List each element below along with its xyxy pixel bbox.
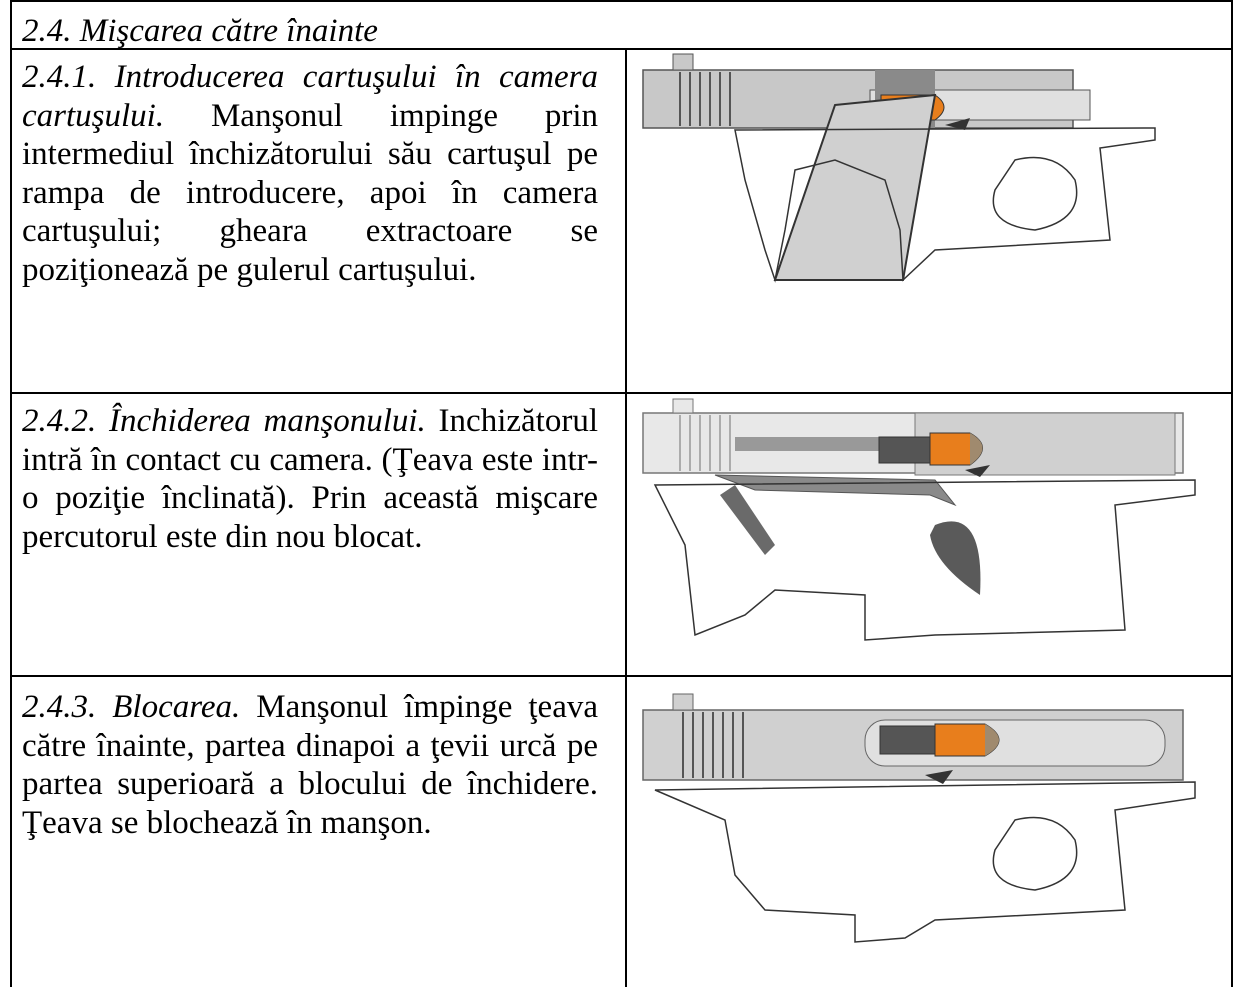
row-3-body: Manşonul împinge ţeava către înainte, pa… [22, 689, 598, 841]
pistol-diagram-3 [642, 693, 1196, 943]
table-border-left [10, 0, 12, 987]
figure-slide-closing [635, 395, 1215, 670]
figure-locking [635, 680, 1215, 980]
row-3-text: 2.4.3. Blocarea. Manşonul împinge ţeava … [22, 688, 598, 842]
row-1-body: Manşonul impinge prin intermediul închiz… [22, 97, 598, 288]
figure-cartridge-feeding [635, 50, 1215, 380]
table-border-right [1231, 0, 1233, 987]
pistol-diagram-2 [642, 398, 1196, 641]
title-row-divider [10, 48, 1233, 50]
row-divider-2 [10, 675, 1233, 677]
section-title: 2.4. Mişcarea către înainte [22, 13, 378, 49]
row-2-text: 2.4.2. Închiderea manşonului. Inchizător… [22, 402, 598, 556]
column-divider [625, 48, 627, 987]
document-table: 2.4. Mişcarea către înainte 2.4.1. Intro… [10, 0, 1233, 987]
table-border-top [10, 0, 1233, 2]
row-2-heading: 2.4.2. Închiderea manşonului. [22, 403, 426, 439]
row-divider-1 [10, 392, 1233, 394]
row-1-heading: 2.4.1. Introducerea cartuşului în camera… [22, 59, 598, 134]
pistol-diagram-1 [642, 53, 1156, 283]
row-1-text: 2.4.1. Introducerea cartuşului în camera… [22, 58, 598, 289]
row-2-body: Inchizătorul intră în contact cu camera.… [22, 403, 598, 555]
row-3-heading: 2.4.3. Blocarea. [22, 689, 241, 725]
